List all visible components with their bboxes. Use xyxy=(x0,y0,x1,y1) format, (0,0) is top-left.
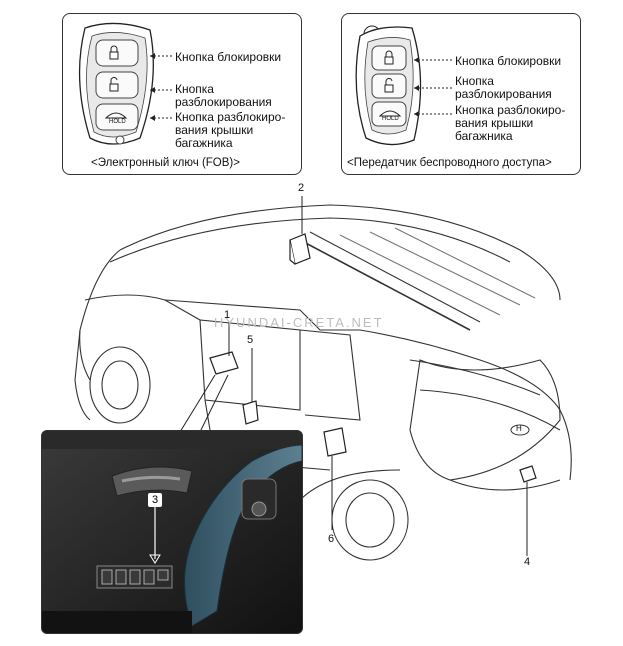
callout-4: 4 xyxy=(524,556,530,568)
door-inset-drawing xyxy=(42,431,302,633)
callout-2: 2 xyxy=(298,182,304,194)
callout-6: 6 xyxy=(328,533,334,545)
callout-1: 1 xyxy=(224,309,230,321)
callout-5: 5 xyxy=(247,334,253,346)
callout-3: 3 xyxy=(148,493,162,507)
watermark-text: HYUNDAI-CRETA.NET xyxy=(214,315,384,330)
door-inset-photo: 3 xyxy=(41,430,303,634)
hyundai-badge: H xyxy=(516,424,522,433)
